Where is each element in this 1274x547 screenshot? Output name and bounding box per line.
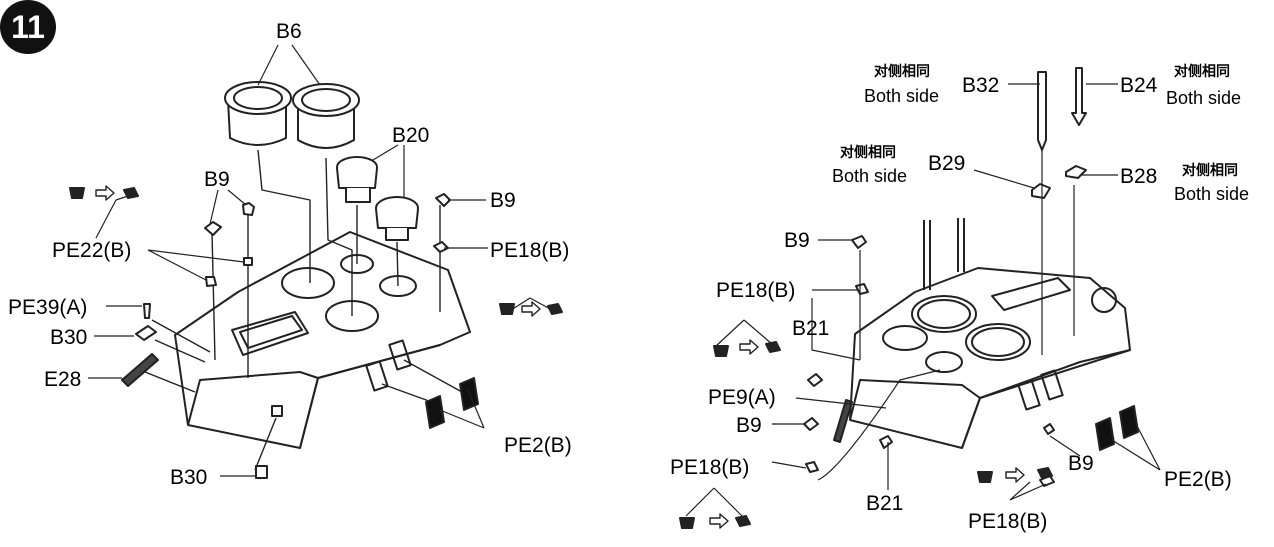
label-b9-right-a: B9 [784,229,810,252]
note-cn-b32: 对侧相同 [874,63,930,79]
label-b9-left-a: B9 [204,168,230,191]
label-pe9a: PE9(A) [708,386,776,409]
note-en-b29: Both side [832,166,907,186]
note-cn-b24: 对侧相同 [1174,63,1230,79]
note-en-b28: Both side [1174,184,1249,204]
label-pe2b-right: PE2(B) [1164,468,1232,491]
b20-cylinder-parts [336,156,419,241]
label-pe18b-right-c: PE18(B) [968,510,1047,533]
label-pe22b: PE22(B) [52,239,131,262]
left-hull-part [174,231,471,449]
label-b21-b: B21 [866,492,903,515]
label-b6: B6 [276,20,302,43]
label-b9-left-b: B9 [490,189,516,212]
label-b20: B20 [392,124,429,147]
label-b28: B28 [1120,165,1157,188]
note-cn-b29: 对侧相同 [840,144,896,160]
label-b24: B24 [1120,74,1158,97]
step-number-badge: 11 [0,0,56,54]
label-b9-right-b: B9 [736,414,762,437]
right-hull-part [849,218,1131,449]
label-b29: B29 [928,152,965,175]
label-b30-b: B30 [170,466,207,489]
label-b30-a: B30 [50,326,87,349]
label-b21-a: B21 [792,317,829,340]
b6-drum-parts [224,81,360,149]
label-b9-right-c: B9 [1068,452,1094,475]
note-cn-b28: 对侧相同 [1182,162,1238,178]
right-small-parts [679,67,1139,529]
fold-arrow-icon [95,185,1025,529]
note-en-b32: Both side [864,86,939,106]
label-pe18b-right-b: PE18(B) [670,456,749,479]
label-e28: E28 [44,368,81,391]
note-en-b24: Both side [1166,88,1241,108]
label-pe2b-left: PE2(B) [504,434,572,457]
label-pe18b-left: PE18(B) [490,239,569,262]
label-pe39a: PE39(A) [8,296,87,319]
label-b32: B32 [962,74,999,97]
label-pe18b-right-a: PE18(B) [716,279,795,302]
